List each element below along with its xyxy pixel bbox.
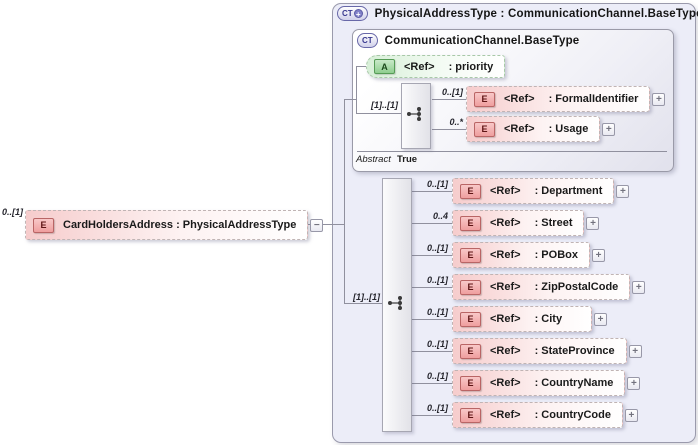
- complextype-plus-icon: CT+: [337, 6, 368, 21]
- element-icon: E: [460, 407, 481, 423]
- abstract-separator: [357, 151, 667, 152]
- basetype-title: CommunicationChannel.BaseType: [384, 34, 580, 47]
- element-street[interactable]: E <Ref> : Street: [452, 210, 585, 236]
- connector-department: [412, 191, 453, 192]
- expand-button[interactable]: +: [616, 184, 630, 198]
- connector-formalidentifier: [432, 99, 467, 100]
- abstract-label: Abstract: [356, 154, 391, 165]
- city-cardinality: 0..[1]: [426, 307, 448, 317]
- attribute-ref: <Ref>: [404, 60, 435, 73]
- expand-button[interactable]: +: [602, 122, 616, 136]
- element-icon: E: [474, 91, 495, 107]
- formalidentifier-cardinality: 0..[1]: [441, 87, 463, 97]
- base-sequence-cardinality: [1]..[1]: [371, 100, 398, 110]
- department-cardinality: 0..[1]: [426, 179, 448, 189]
- connector-zippostalcode: [412, 287, 453, 288]
- complextype-icon: CT: [357, 33, 378, 48]
- countryname-cardinality: 0..[1]: [426, 371, 448, 381]
- expand-button[interactable]: +: [594, 312, 607, 326]
- complextype-title: PhysicalAddressType : CommunicationChann…: [374, 7, 698, 20]
- element-countryname[interactable]: E <Ref> : CountryName: [452, 370, 626, 396]
- usage-cardinality: 0..*: [449, 117, 463, 127]
- connector-attribute: [356, 66, 368, 67]
- expand-button[interactable]: +: [628, 344, 642, 358]
- element-department[interactable]: E <Ref> : Department: [452, 178, 615, 204]
- connector-countrycode: [412, 415, 453, 416]
- expand-button[interactable]: +: [627, 376, 641, 390]
- element-countrycode[interactable]: E <Ref> : CountryCode: [452, 402, 623, 428]
- expand-button[interactable]: +: [652, 92, 666, 106]
- connector-ext-sequence: [344, 303, 383, 304]
- element-cardinality: 0..[1]: [2, 207, 24, 217]
- ext-sequence-compositor[interactable]: [382, 178, 412, 432]
- element-pobox[interactable]: E <Ref> : POBox: [452, 242, 590, 268]
- element-city[interactable]: E <Ref> : City: [452, 306, 592, 332]
- element-icon: E: [460, 343, 481, 359]
- element-icon: E: [460, 215, 481, 231]
- connector-pobox: [412, 255, 453, 256]
- complextype-header[interactable]: CT+ PhysicalAddressType : CommunicationC…: [337, 6, 698, 21]
- attribute-icon: A: [374, 59, 395, 74]
- expand-button[interactable]: +: [591, 248, 605, 262]
- element-zippostalcode[interactable]: E <Ref> : ZipPostalCode: [452, 274, 631, 300]
- element-icon: E: [460, 183, 481, 199]
- connector-usage: [432, 129, 467, 130]
- collapse-button[interactable]: −: [310, 218, 324, 232]
- connector-stateprovince: [412, 351, 453, 352]
- element-formalidentifier[interactable]: E <Ref> : FormalIdentifier: [466, 86, 651, 112]
- element-cardholdersaddress[interactable]: E CardHoldersAddress : PhysicalAddressTy…: [25, 210, 309, 240]
- base-sequence-compositor[interactable]: [401, 83, 431, 149]
- sequence-icon: [387, 295, 407, 316]
- element-icon: E: [460, 311, 481, 327]
- connector-countryname: [412, 383, 453, 384]
- connector-city: [412, 319, 453, 320]
- element-stateprovince[interactable]: E <Ref> : StateProvince: [452, 338, 627, 364]
- street-cardinality: 0..4: [432, 211, 448, 221]
- expand-button[interactable]: +: [632, 280, 646, 294]
- expand-button[interactable]: +: [586, 216, 600, 230]
- element-usage[interactable]: E <Ref> : Usage: [466, 116, 601, 142]
- connector-spine: [344, 99, 345, 304]
- countrycode-cardinality: 0..[1]: [426, 403, 448, 413]
- connector-base-sequence: [356, 113, 402, 114]
- element-icon: E: [474, 121, 495, 137]
- expand-button[interactable]: +: [624, 408, 638, 422]
- element-icon: E: [460, 375, 481, 391]
- element-label: CardHoldersAddress : PhysicalAddressType: [63, 219, 297, 231]
- connector-street: [412, 223, 453, 224]
- abstract-value: True: [397, 154, 418, 165]
- attribute-name: : priority: [448, 60, 494, 73]
- zippostalcode-cardinality: 0..[1]: [426, 275, 448, 285]
- element-icon: E: [460, 247, 481, 263]
- element-icon: E: [460, 279, 481, 295]
- ext-sequence-cardinality: [1]..[1]: [353, 292, 380, 302]
- sequence-icon: [406, 106, 426, 127]
- element-icon: E: [33, 217, 54, 233]
- basetype-header[interactable]: CT CommunicationChannel.BaseType: [357, 33, 579, 48]
- connector-base-spine: [356, 66, 357, 114]
- attribute-priority[interactable]: A <Ref> : priority: [366, 55, 506, 78]
- connector-jog: [344, 99, 357, 100]
- stateprovince-cardinality: 0..[1]: [426, 339, 448, 349]
- pobox-cardinality: 0..[1]: [426, 243, 448, 253]
